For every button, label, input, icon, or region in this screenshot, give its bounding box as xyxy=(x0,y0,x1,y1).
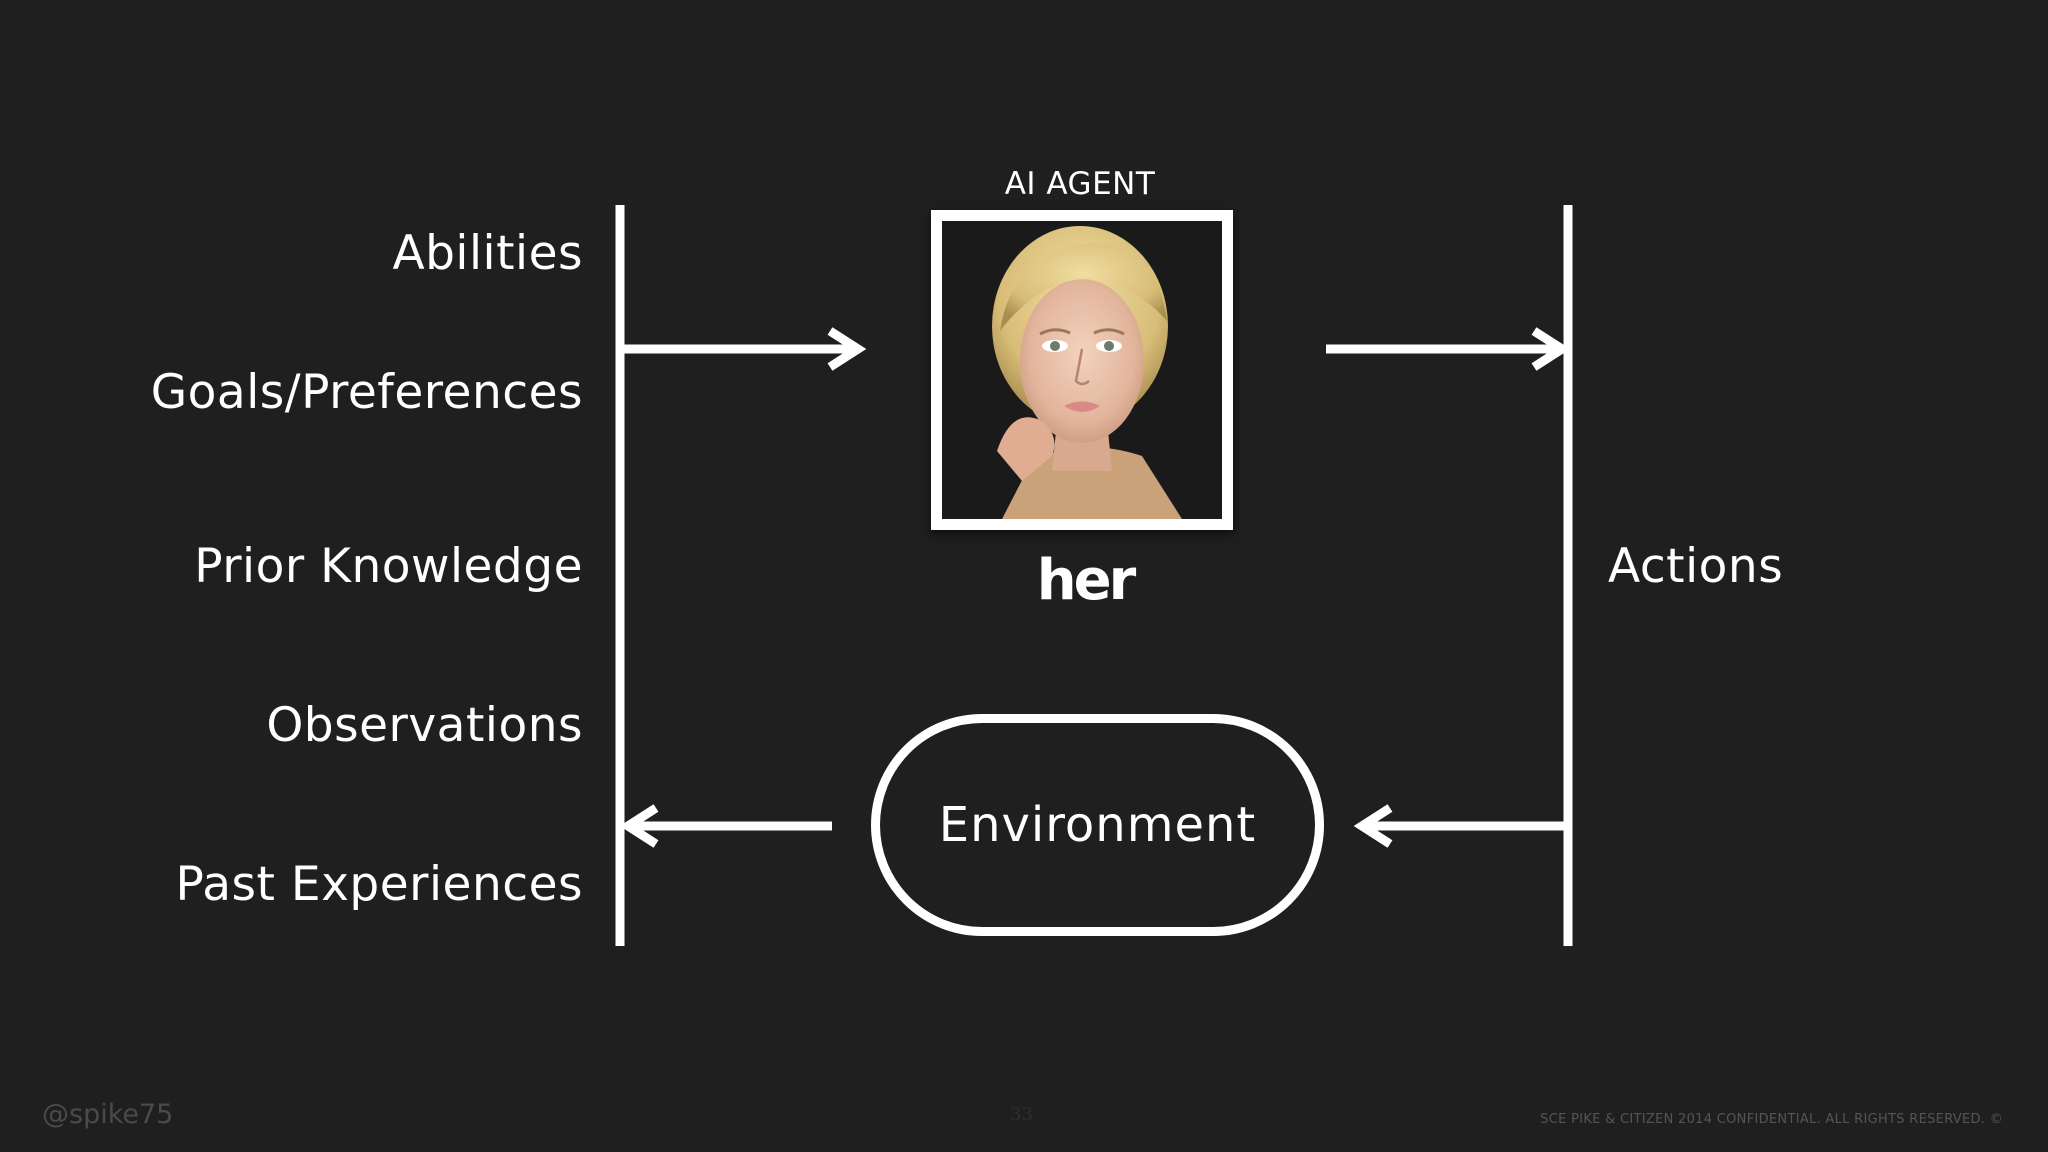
input-label-past-experiences: Past Experiences xyxy=(175,857,583,912)
footer-handle: @spike75 xyxy=(42,1099,174,1130)
output-label-actions: Actions xyxy=(1608,539,1784,594)
portrait-illustration xyxy=(942,221,1222,519)
observation-arrow-head xyxy=(619,804,659,848)
env-feedback-arrow-head xyxy=(1353,804,1393,848)
agent-title: AI AGENT xyxy=(1004,166,1156,202)
page-number: 33 xyxy=(1010,1104,1033,1125)
environment-label: Environment xyxy=(938,797,1257,853)
input-label-abilities: Abilities xyxy=(392,226,583,281)
input-label-observations: Observations xyxy=(266,698,583,753)
environment-node: Environment xyxy=(871,714,1324,936)
output-arrow-head xyxy=(1531,327,1571,371)
input-arrow-head xyxy=(827,327,867,371)
input-label-prior-knowledge: Prior Knowledge xyxy=(194,539,583,594)
agent-portrait xyxy=(931,210,1233,530)
movie-title: her xyxy=(1036,548,1136,613)
copyright-notice: SCE PIKE & CITIZEN 2014 CONFIDENTIAL. AL… xyxy=(1540,1112,2003,1127)
input-label-goals-preferences: Goals/Preferences xyxy=(150,365,583,420)
